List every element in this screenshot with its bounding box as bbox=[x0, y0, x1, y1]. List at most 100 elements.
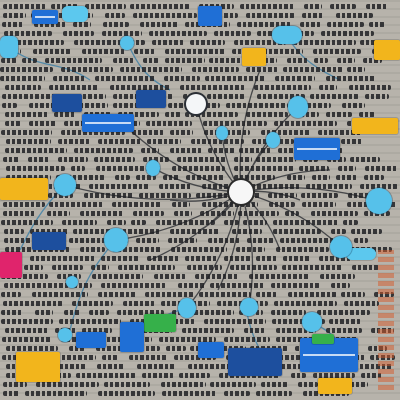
text-scribble bbox=[171, 310, 234, 315]
text-scribble bbox=[224, 256, 251, 261]
text-scribble bbox=[235, 247, 266, 252]
text-scribble bbox=[64, 121, 91, 126]
card-bottom-4 bbox=[198, 342, 224, 358]
bubble-node-icon bbox=[366, 188, 392, 214]
bubble-node-icon bbox=[66, 276, 78, 288]
text-scribble bbox=[293, 31, 315, 36]
text-scribble bbox=[348, 85, 392, 90]
text-scribble bbox=[243, 220, 267, 225]
text-scribble bbox=[274, 301, 338, 306]
text-scribble bbox=[168, 238, 198, 243]
text-scribble bbox=[173, 211, 193, 216]
text-scribble bbox=[63, 31, 95, 36]
hub-node-icon bbox=[229, 180, 253, 204]
bubble-node-icon bbox=[288, 96, 308, 118]
text-scribble bbox=[358, 112, 375, 117]
text-scribble bbox=[298, 382, 319, 387]
text-scribble bbox=[261, 382, 289, 387]
text-scribble bbox=[359, 184, 398, 189]
text-scribble bbox=[4, 148, 67, 153]
text-scribble bbox=[85, 4, 126, 9]
card-right-1 bbox=[352, 118, 398, 134]
text-scribble bbox=[142, 58, 160, 63]
bubble-node-icon bbox=[240, 298, 258, 316]
text-scribble bbox=[185, 112, 238, 117]
text-scribble bbox=[320, 274, 355, 279]
text-scribble bbox=[170, 229, 221, 234]
text-scribble bbox=[47, 193, 74, 198]
text-scribble bbox=[0, 130, 53, 135]
text-scribble bbox=[73, 103, 108, 108]
card-top-center bbox=[198, 6, 222, 26]
text-scribble bbox=[260, 130, 312, 135]
text-scribble bbox=[107, 220, 127, 225]
text-scribble bbox=[143, 157, 169, 162]
text-scribble bbox=[299, 166, 330, 171]
text-scribble bbox=[254, 85, 312, 90]
text-scribble bbox=[69, 238, 130, 243]
text-scribble bbox=[230, 265, 277, 270]
text-scribble bbox=[364, 94, 390, 99]
text-scribble bbox=[101, 283, 167, 288]
text-scribble bbox=[174, 355, 217, 360]
text-scribble bbox=[210, 283, 266, 288]
text-scribble bbox=[196, 193, 234, 198]
text-scribble bbox=[103, 382, 151, 387]
text-scribble bbox=[231, 49, 248, 54]
text-scribble bbox=[3, 238, 58, 243]
card-top-left bbox=[32, 10, 58, 24]
text-scribble bbox=[3, 229, 24, 234]
text-scribble bbox=[136, 364, 176, 369]
text-scribble bbox=[350, 157, 381, 162]
text-scribble bbox=[5, 175, 51, 180]
card-bottom-5 bbox=[228, 348, 282, 376]
text-scribble bbox=[233, 157, 253, 162]
text-scribble bbox=[246, 13, 296, 18]
text-scribble bbox=[240, 4, 295, 9]
text-scribble bbox=[101, 355, 119, 360]
text-scribble bbox=[24, 265, 43, 270]
text-scribble bbox=[209, 58, 242, 63]
text-scribble bbox=[368, 346, 387, 351]
text-scribble bbox=[165, 58, 205, 63]
text-scribble bbox=[245, 112, 289, 117]
text-scribble bbox=[1, 58, 17, 63]
text-scribble bbox=[132, 211, 165, 216]
text-scribble bbox=[336, 13, 374, 18]
text-scribble bbox=[76, 373, 136, 378]
text-scribble bbox=[161, 301, 182, 306]
text-scribble bbox=[299, 112, 319, 117]
text-scribble bbox=[5, 112, 49, 117]
text-scribble bbox=[348, 193, 379, 198]
text-scribble bbox=[91, 274, 143, 279]
text-scribble bbox=[0, 76, 46, 81]
text-scribble bbox=[342, 364, 392, 369]
text-scribble bbox=[30, 13, 94, 18]
text-scribble bbox=[326, 76, 376, 81]
text-scribble bbox=[272, 229, 322, 234]
text-scribble bbox=[341, 139, 363, 144]
text-scribble bbox=[53, 112, 77, 117]
text-scribble bbox=[331, 283, 351, 288]
text-scribble bbox=[362, 58, 383, 63]
text-scribble bbox=[187, 364, 250, 369]
text-scribble bbox=[185, 175, 226, 180]
text-scribble bbox=[61, 67, 114, 72]
text-scribble bbox=[94, 76, 156, 81]
text-scribble bbox=[276, 337, 314, 342]
text-scribble bbox=[27, 157, 50, 162]
text-scribble bbox=[191, 139, 244, 144]
text-scribble bbox=[46, 211, 70, 216]
bubble-node-icon bbox=[330, 236, 352, 258]
text-scribble bbox=[61, 130, 126, 135]
text-scribble bbox=[170, 148, 203, 153]
text-scribble bbox=[246, 238, 274, 243]
bubble-node-icon bbox=[178, 298, 196, 318]
text-scribble bbox=[96, 364, 125, 369]
text-scribble bbox=[145, 292, 195, 297]
text-scribble bbox=[306, 184, 353, 189]
text-scribble bbox=[177, 283, 206, 288]
text-scribble bbox=[0, 319, 53, 324]
bubble-node-icon bbox=[146, 160, 160, 176]
text-scribble bbox=[34, 22, 67, 27]
